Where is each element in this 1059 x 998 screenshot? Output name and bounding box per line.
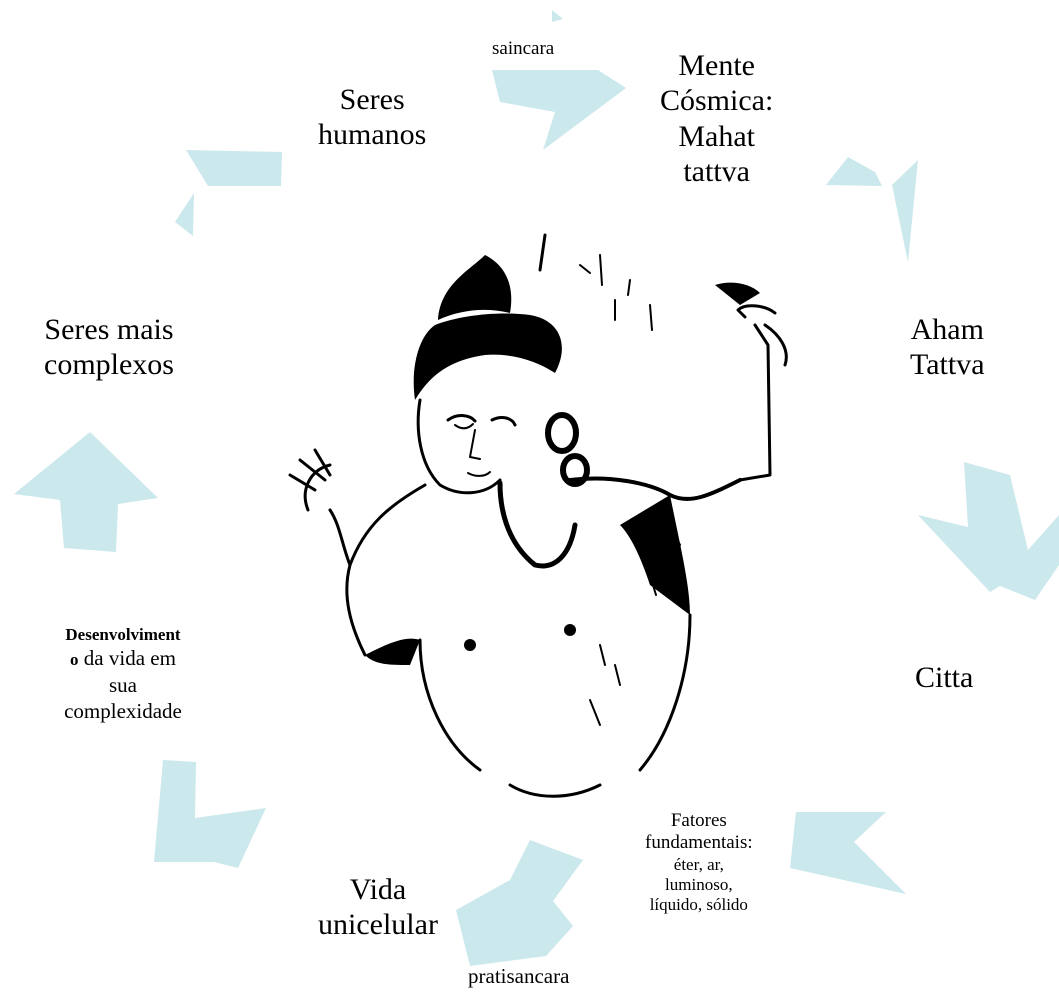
arrow-left — [14, 432, 158, 552]
phase-label-pratisancara: pratisancara — [468, 964, 569, 989]
node-desenvolvimento: Desenvolviment o da vida em sua complexi… — [44, 624, 202, 724]
node-vida-unicelular: Vida unicelular — [318, 872, 438, 943]
arrow-lower-right — [790, 812, 906, 894]
node-mente-cosmica: Mente Cósmica: Mahat tattva — [660, 48, 773, 190]
node-fatores-line-5: líquido, sólido — [645, 895, 753, 915]
node-complexos-line-1: Seres mais — [44, 312, 174, 347]
arrow-bottom — [456, 840, 583, 966]
node-mente-line-1: Mente — [660, 48, 773, 83]
node-fatores-fundamentais: Fatores fundamentais: éter, ar, luminoso… — [645, 810, 753, 915]
node-fatores-line-3: éter, ar, — [645, 855, 753, 875]
arrow-upper-right — [826, 157, 882, 186]
phase-label-saincara: saincara — [492, 38, 554, 60]
node-humanos-line-1: Seres — [318, 82, 426, 117]
node-aham-tattva: Aham Tattva — [910, 312, 985, 383]
central-figure-illustration — [270, 225, 830, 805]
node-humanos-line-2: humanos — [318, 117, 426, 152]
node-desenvolvimento-line-2-rest: da vida em — [79, 646, 176, 670]
node-aham-line-1: Aham — [910, 312, 985, 347]
node-fatores-line-1: Fatores — [645, 810, 753, 832]
node-aham-line-2: Tattva — [910, 347, 985, 382]
node-mente-line-2: Cósmica: — [660, 83, 773, 118]
arrow-upper-right-b — [892, 160, 918, 262]
node-desenvolvimento-line-2-bold: o — [70, 650, 79, 669]
node-mente-line-4: tattva — [660, 154, 773, 189]
node-desenvolvimento-line-1: Desenvolviment — [44, 624, 202, 645]
node-seres-mais-complexos: Seres mais complexos — [44, 312, 174, 383]
node-mente-line-3: Mahat — [660, 119, 773, 154]
node-seres-humanos: Seres humanos — [318, 82, 426, 153]
node-citta-line-1: Citta — [915, 660, 973, 695]
node-vida-line-1: Vida — [318, 872, 438, 907]
node-fatores-line-4: luminoso, — [645, 875, 753, 895]
node-fatores-line-2: fundamentais: — [645, 832, 753, 854]
node-citta: Citta — [915, 660, 973, 695]
arrow-right — [918, 462, 1059, 600]
arrow-upper-left-b — [175, 193, 194, 236]
node-vida-line-2: unicelular — [318, 907, 438, 942]
node-complexos-line-2: complexos — [44, 347, 174, 382]
arrow-upper-left — [186, 150, 282, 186]
arrow-top — [492, 70, 626, 150]
node-desenvolvimento-line-3: sua — [44, 672, 202, 698]
node-desenvolvimento-line-4: complexidade — [44, 698, 202, 724]
arrow-lower-left — [154, 760, 266, 868]
arrow-top-fragment — [552, 10, 563, 22]
